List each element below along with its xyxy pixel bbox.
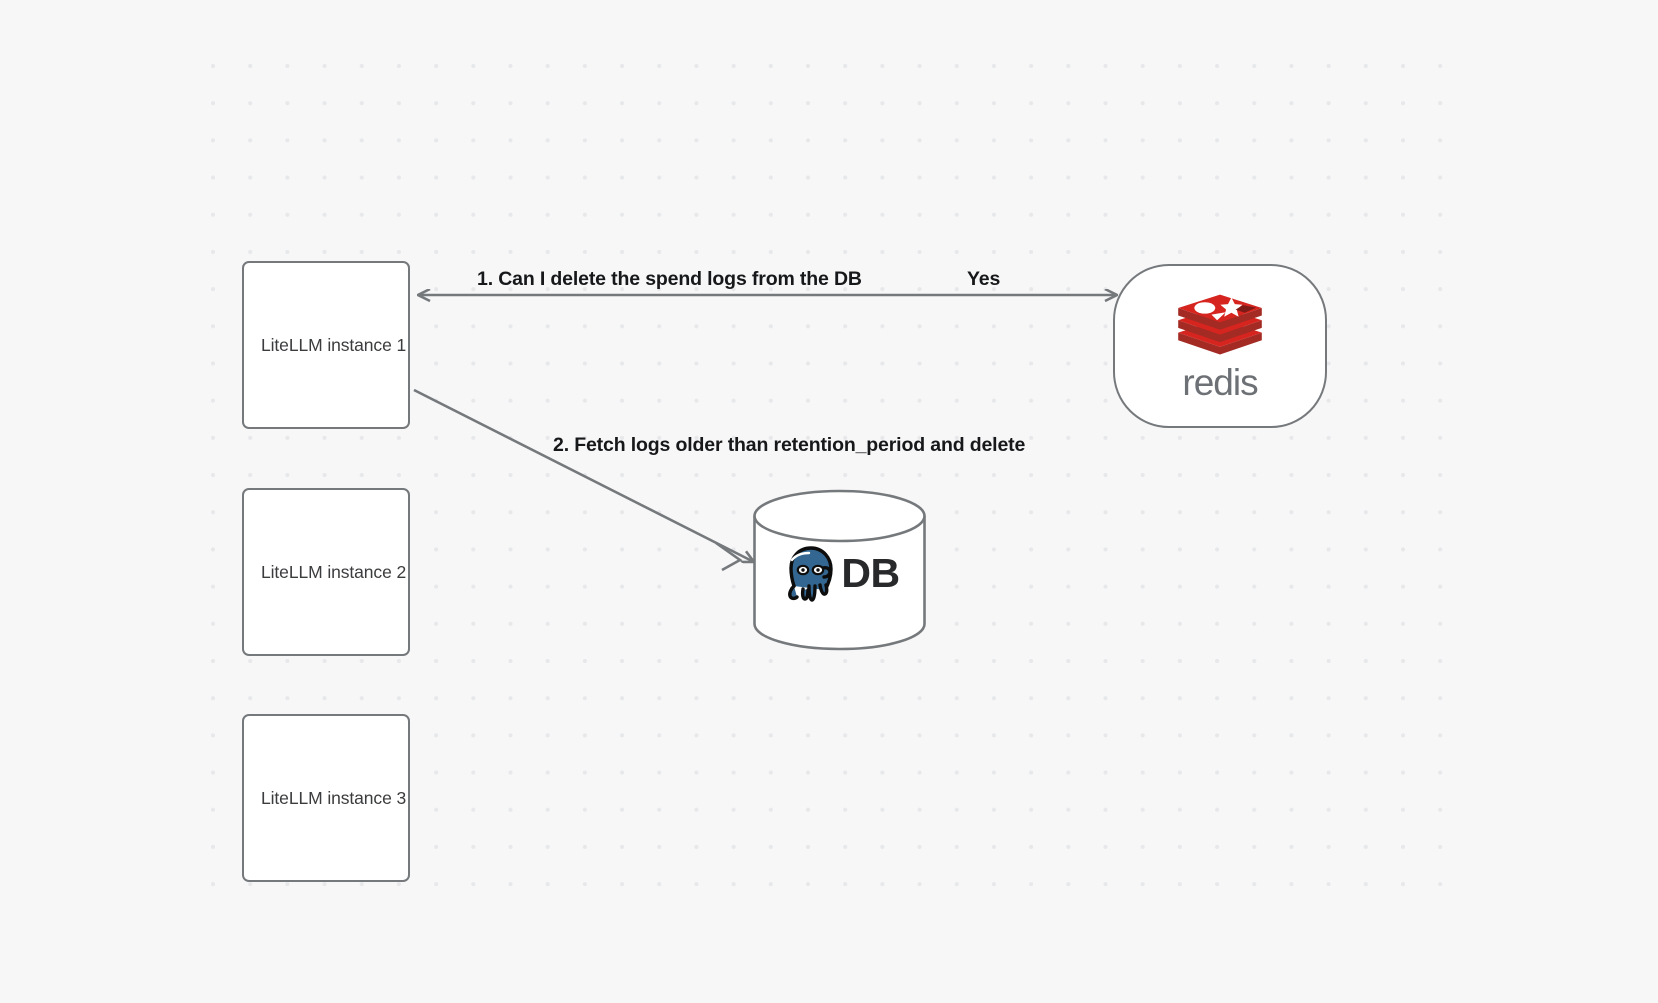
node-litellm-instance-1-label: LiteLLM instance 1 <box>261 334 407 355</box>
edge-label-yes: Yes <box>967 268 1001 290</box>
node-litellm-instance-3[interactable]: LiteLLM instance 3 <box>242 714 410 882</box>
database-logo-row: DB <box>752 533 927 613</box>
edge-label-step-2: 2. Fetch logs older than retention_perio… <box>553 434 1026 456</box>
database-label: DB <box>841 549 900 596</box>
node-redis[interactable]: redis <box>1113 264 1327 428</box>
svg-text:redis: redis <box>1182 362 1258 403</box>
edge-label-step-1: 1. Can I delete the spend logs from the … <box>477 268 862 290</box>
node-litellm-instance-2[interactable]: LiteLLM instance 2 <box>242 488 410 656</box>
edge-litellm1-db <box>413 388 754 572</box>
node-database[interactable]: DB <box>752 489 927 651</box>
postgresql-elephant-icon <box>788 546 834 602</box>
node-litellm-instance-2-label: LiteLLM instance 2 <box>261 561 407 582</box>
redis-wordmark-text: redis <box>1182 362 1259 403</box>
node-litellm-instance-3-label: LiteLLM instance 3 <box>261 787 407 808</box>
redis-logo-icon <box>1178 294 1262 355</box>
cylinder-shape-icon <box>753 489 926 651</box>
node-litellm-instance-1[interactable]: LiteLLM instance 1 <box>242 261 410 429</box>
